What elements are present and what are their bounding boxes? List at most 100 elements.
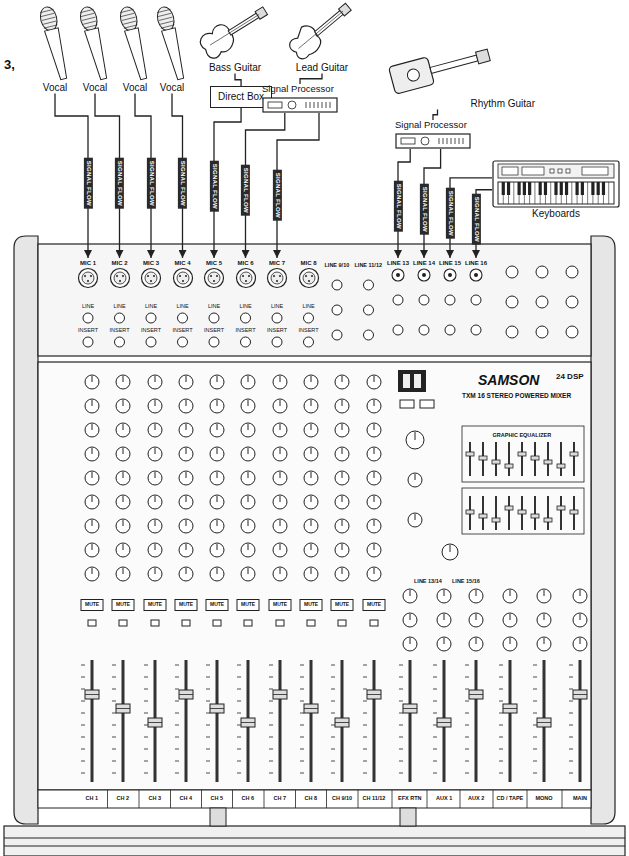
processor-vent bbox=[330, 102, 331, 108]
rotary-knob bbox=[85, 519, 99, 533]
rotary-knob bbox=[437, 589, 451, 603]
mic-input-jack: MIC 1 bbox=[73, 258, 103, 289]
fader-tick bbox=[433, 725, 437, 726]
xlr-socket-drawing bbox=[168, 267, 198, 289]
output-jack bbox=[566, 326, 578, 338]
guitar-head bbox=[255, 7, 267, 19]
rotary-knob bbox=[367, 519, 381, 533]
knob-pointer bbox=[342, 544, 343, 550]
fader-tick bbox=[465, 725, 469, 726]
fader-cap-mark bbox=[437, 722, 451, 723]
knob-pointer bbox=[410, 590, 411, 596]
knob-pointer bbox=[155, 520, 156, 526]
knob-pointer bbox=[280, 400, 281, 406]
signal-cable bbox=[433, 110, 438, 121]
microphone-body bbox=[38, 5, 71, 81]
channel-label: CH 4 bbox=[180, 795, 193, 801]
processor-drawing bbox=[262, 97, 338, 113]
fader-tick bbox=[433, 749, 437, 750]
jack-hole bbox=[448, 273, 452, 277]
knob-pointer bbox=[217, 448, 218, 454]
fader-tick bbox=[533, 737, 537, 738]
panel-control bbox=[550, 169, 554, 173]
mic-grille-line bbox=[84, 25, 98, 28]
rotary-knob bbox=[148, 447, 162, 461]
mixer-side-cheek bbox=[14, 236, 38, 824]
fader-cap-mark bbox=[503, 708, 517, 709]
rotary-knob bbox=[304, 375, 318, 389]
xlr-pin bbox=[90, 275, 92, 277]
knob-pointer bbox=[217, 376, 218, 382]
jack-socket bbox=[470, 269, 482, 281]
rotary-knob bbox=[179, 567, 193, 581]
button-label: MUTE bbox=[273, 602, 287, 608]
insert-jack bbox=[304, 337, 314, 347]
line-jack bbox=[364, 330, 374, 340]
knob-pointer bbox=[186, 472, 187, 478]
xlr-pin bbox=[179, 275, 181, 277]
fader-cap-mark bbox=[403, 708, 417, 709]
fader-tick bbox=[81, 701, 85, 702]
eq-slider-cap bbox=[479, 514, 487, 518]
rotary-knob bbox=[85, 375, 99, 389]
rotary-knob bbox=[335, 423, 349, 437]
line-jack bbox=[332, 280, 342, 290]
white-key-edge bbox=[534, 182, 535, 204]
rotary-knob bbox=[335, 519, 349, 533]
lead-guitar: Lead Guitar bbox=[282, 2, 362, 74]
button-label: MUTE bbox=[335, 602, 349, 608]
mic-grille-line bbox=[80, 9, 94, 12]
jack-label: INSERT bbox=[267, 327, 287, 333]
fader-tick bbox=[269, 749, 273, 750]
fader-cap-mark bbox=[241, 722, 255, 723]
device-label: Lead Guitar bbox=[296, 62, 348, 74]
pfl-button bbox=[276, 620, 284, 626]
knob-pointer bbox=[248, 568, 249, 574]
fader-tick bbox=[81, 725, 85, 726]
fader-tick bbox=[237, 665, 241, 666]
xlr-inner bbox=[303, 272, 315, 284]
eq-slot bbox=[508, 496, 510, 530]
knob-pointer bbox=[92, 448, 93, 454]
knob-pointer bbox=[374, 424, 375, 430]
fader-tick bbox=[81, 713, 85, 714]
fader-tick bbox=[300, 701, 304, 702]
channel-label: CH 8 bbox=[305, 795, 318, 801]
fader-tick bbox=[569, 689, 573, 690]
knob-pointer bbox=[186, 520, 187, 526]
eq-slider-cap bbox=[479, 456, 487, 460]
rotary-knob bbox=[367, 399, 381, 413]
fader-tick bbox=[433, 689, 437, 690]
knob-pointer bbox=[155, 544, 156, 550]
fader-tick bbox=[81, 773, 85, 774]
mute-button bbox=[175, 600, 197, 611]
fader-tick bbox=[533, 761, 537, 762]
signal-cable bbox=[235, 74, 241, 87]
rotary-knob bbox=[304, 423, 318, 437]
fader-slot bbox=[216, 660, 219, 782]
fader-tick bbox=[237, 725, 241, 726]
fader-tick bbox=[363, 713, 367, 714]
rotary-knob bbox=[116, 375, 130, 389]
fader-slot bbox=[185, 660, 188, 782]
processor-vent bbox=[451, 138, 452, 144]
fader-tick bbox=[269, 677, 273, 678]
mic-grille-line bbox=[159, 17, 173, 20]
black-key bbox=[502, 182, 505, 195]
band-divider bbox=[295, 790, 296, 808]
eq-slider-cap bbox=[544, 518, 552, 522]
fader-tick bbox=[237, 701, 241, 702]
line-jack bbox=[178, 313, 188, 323]
knob-pointer bbox=[123, 472, 124, 478]
mute-button bbox=[300, 600, 322, 611]
knob-pointer bbox=[248, 448, 249, 454]
rotary-knob bbox=[210, 447, 224, 461]
base-stripe bbox=[4, 846, 625, 847]
fader-cap bbox=[573, 690, 587, 699]
rotary-knob bbox=[241, 543, 255, 557]
fader-tick bbox=[569, 713, 573, 714]
fader-tick bbox=[499, 701, 503, 702]
device-label: Direct Box bbox=[218, 91, 264, 103]
fader-tick bbox=[399, 737, 403, 738]
band-divider bbox=[527, 790, 528, 808]
